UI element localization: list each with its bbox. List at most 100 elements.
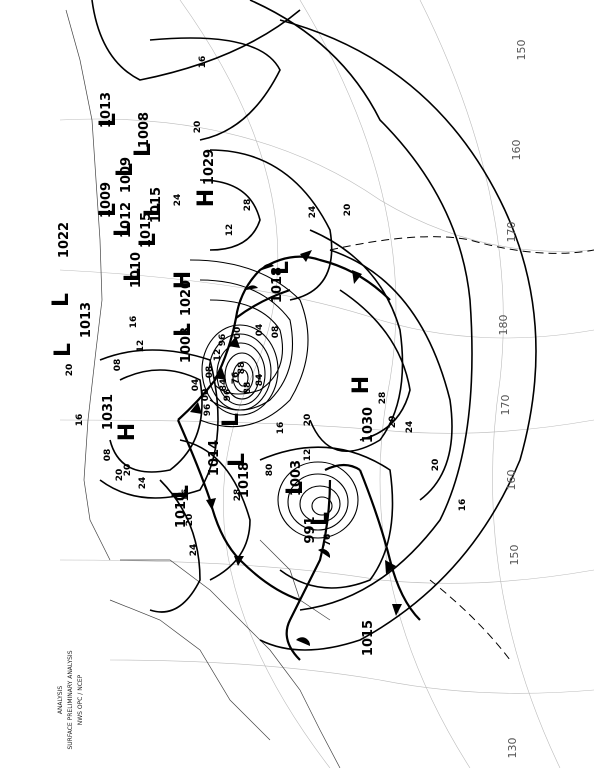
isobar-label: 08: [113, 359, 123, 372]
central-low-value: 76: [231, 372, 241, 385]
pressure-center-value: 1018: [237, 462, 252, 498]
isobar-label: 16: [75, 414, 85, 427]
longitude-label: 170: [505, 222, 518, 243]
isobar-label: 16: [276, 422, 286, 435]
pressure-center-letter: L: [269, 261, 294, 275]
pressure-center-letter: L: [308, 512, 333, 526]
pressure-center-letter: L: [111, 223, 136, 237]
map-title-line: ANALYSIS: [57, 686, 64, 714]
isobar-label: 04: [255, 324, 265, 337]
central-low-value: 88: [237, 362, 247, 375]
pressure-center-letter: L: [49, 293, 74, 307]
pressure-center-letter: L: [171, 323, 196, 337]
pressure-center-value: 1003: [289, 460, 304, 496]
isobar-label: 12: [303, 449, 313, 462]
pressure-center-value: 991: [303, 516, 318, 543]
isobar-label: 24: [138, 477, 148, 490]
longitude-label: 160: [505, 470, 518, 491]
isobar-label: 20: [431, 459, 441, 472]
pressure-center-value: 1013: [79, 302, 94, 338]
isobar-label: 20: [185, 514, 195, 527]
longitude-label: 170: [499, 395, 512, 416]
isobar-label: 76: [323, 534, 333, 547]
pressure-center-letter: L: [136, 233, 161, 247]
isobar-label: 16: [458, 499, 468, 512]
isobar-label: 04: [191, 379, 201, 392]
pressure-center-letter: L: [141, 203, 166, 217]
pressure-center-letter: L: [169, 485, 194, 499]
pressure-center-value: 1022: [57, 222, 72, 258]
pressure-center-letter: H: [171, 271, 196, 289]
isobar-label: 24: [405, 421, 415, 434]
pressure-center-letter: L: [225, 453, 250, 467]
pressure-center-value: 1012: [119, 202, 134, 238]
isobar-label: 08: [205, 366, 215, 379]
isobar-label: 80: [265, 464, 275, 477]
isobar-label: 00: [201, 389, 211, 402]
isobar-label: 20: [388, 416, 398, 429]
map-title-line: NWS OPC / NCEP: [77, 674, 84, 725]
isobar-label: 24: [173, 194, 183, 207]
pressure-center-value: 1013: [99, 92, 114, 128]
isobar-label: 84: [255, 374, 265, 387]
pressure-center-letter: L: [131, 143, 156, 157]
pressure-center-letter: L: [51, 343, 76, 357]
isobar-label: 12: [225, 224, 235, 237]
pressure-center-value: 1029: [202, 149, 217, 185]
isobar-label: 20: [115, 469, 125, 482]
pressure-center-value: 1015: [149, 187, 164, 223]
pressure-center-value: 1030: [361, 407, 376, 443]
isobar-label: 96: [223, 389, 233, 402]
isobar-label: 96: [218, 334, 228, 347]
isobar-label: 20: [193, 121, 203, 134]
isobar-label: 24: [189, 544, 199, 557]
pressure-center-value: 1020: [179, 280, 194, 316]
isobar-label: 00: [233, 327, 243, 340]
pressure-center-value: 1015: [139, 212, 154, 248]
pressure-center-letter: L: [113, 163, 138, 177]
isobar-label: 20: [303, 414, 313, 427]
isobar-label: 12: [136, 340, 146, 353]
isobar-label: 12: [213, 349, 223, 362]
isobar-label: 16: [181, 489, 191, 502]
isobar-label: 28: [378, 392, 388, 405]
pressure-center-letter: H: [194, 189, 219, 207]
pressure-center-letter: H: [115, 423, 140, 441]
pressure-center-value: 1010: [174, 492, 189, 528]
pressure-center-value: 1008: [137, 112, 152, 148]
isobar-label: 16: [129, 316, 139, 329]
isobars: [91, 0, 537, 651]
isobar-label: 08: [103, 449, 113, 462]
longitude-label: 160: [510, 140, 523, 161]
fronts: [176, 236, 594, 661]
pressure-center-value: 1009: [99, 182, 114, 218]
pressure-center-value: 1018: [270, 267, 285, 303]
map-title-line: SURFACE PRELIMINARY ANALYSIS: [67, 650, 74, 749]
isobar-label: 88: [243, 382, 253, 395]
pressure-center-letter: L: [96, 203, 121, 217]
central-low-value: 96: [203, 404, 213, 417]
pressure-center-letter: H: [349, 376, 374, 394]
pressure-center-letter: L: [121, 268, 146, 282]
isobar-label: 08: [271, 326, 281, 339]
pressure-center-letter: L: [96, 113, 121, 127]
isobar-label: 20: [123, 464, 133, 477]
pressure-center-value: 1031: [101, 394, 116, 430]
longitude-label: 150: [515, 40, 528, 61]
pressure-center-value: 1003: [179, 327, 194, 363]
isobar-label: 16: [198, 56, 208, 69]
central-low-value: 84: [219, 379, 229, 392]
isobar-label: 20: [65, 364, 75, 377]
station-mark: 1015: [361, 620, 376, 656]
isobar-label: 20: [343, 204, 353, 217]
graticule: [59, 0, 594, 768]
coastlines: [65, 9, 341, 768]
isobar-label: 28: [233, 489, 243, 502]
isobar-label: 28: [243, 199, 253, 212]
longitude-label: 180: [497, 315, 510, 336]
isobar-label: 24: [308, 206, 318, 219]
longitude-label: 150: [508, 545, 521, 566]
pressure-center-value: 1010: [129, 252, 144, 288]
